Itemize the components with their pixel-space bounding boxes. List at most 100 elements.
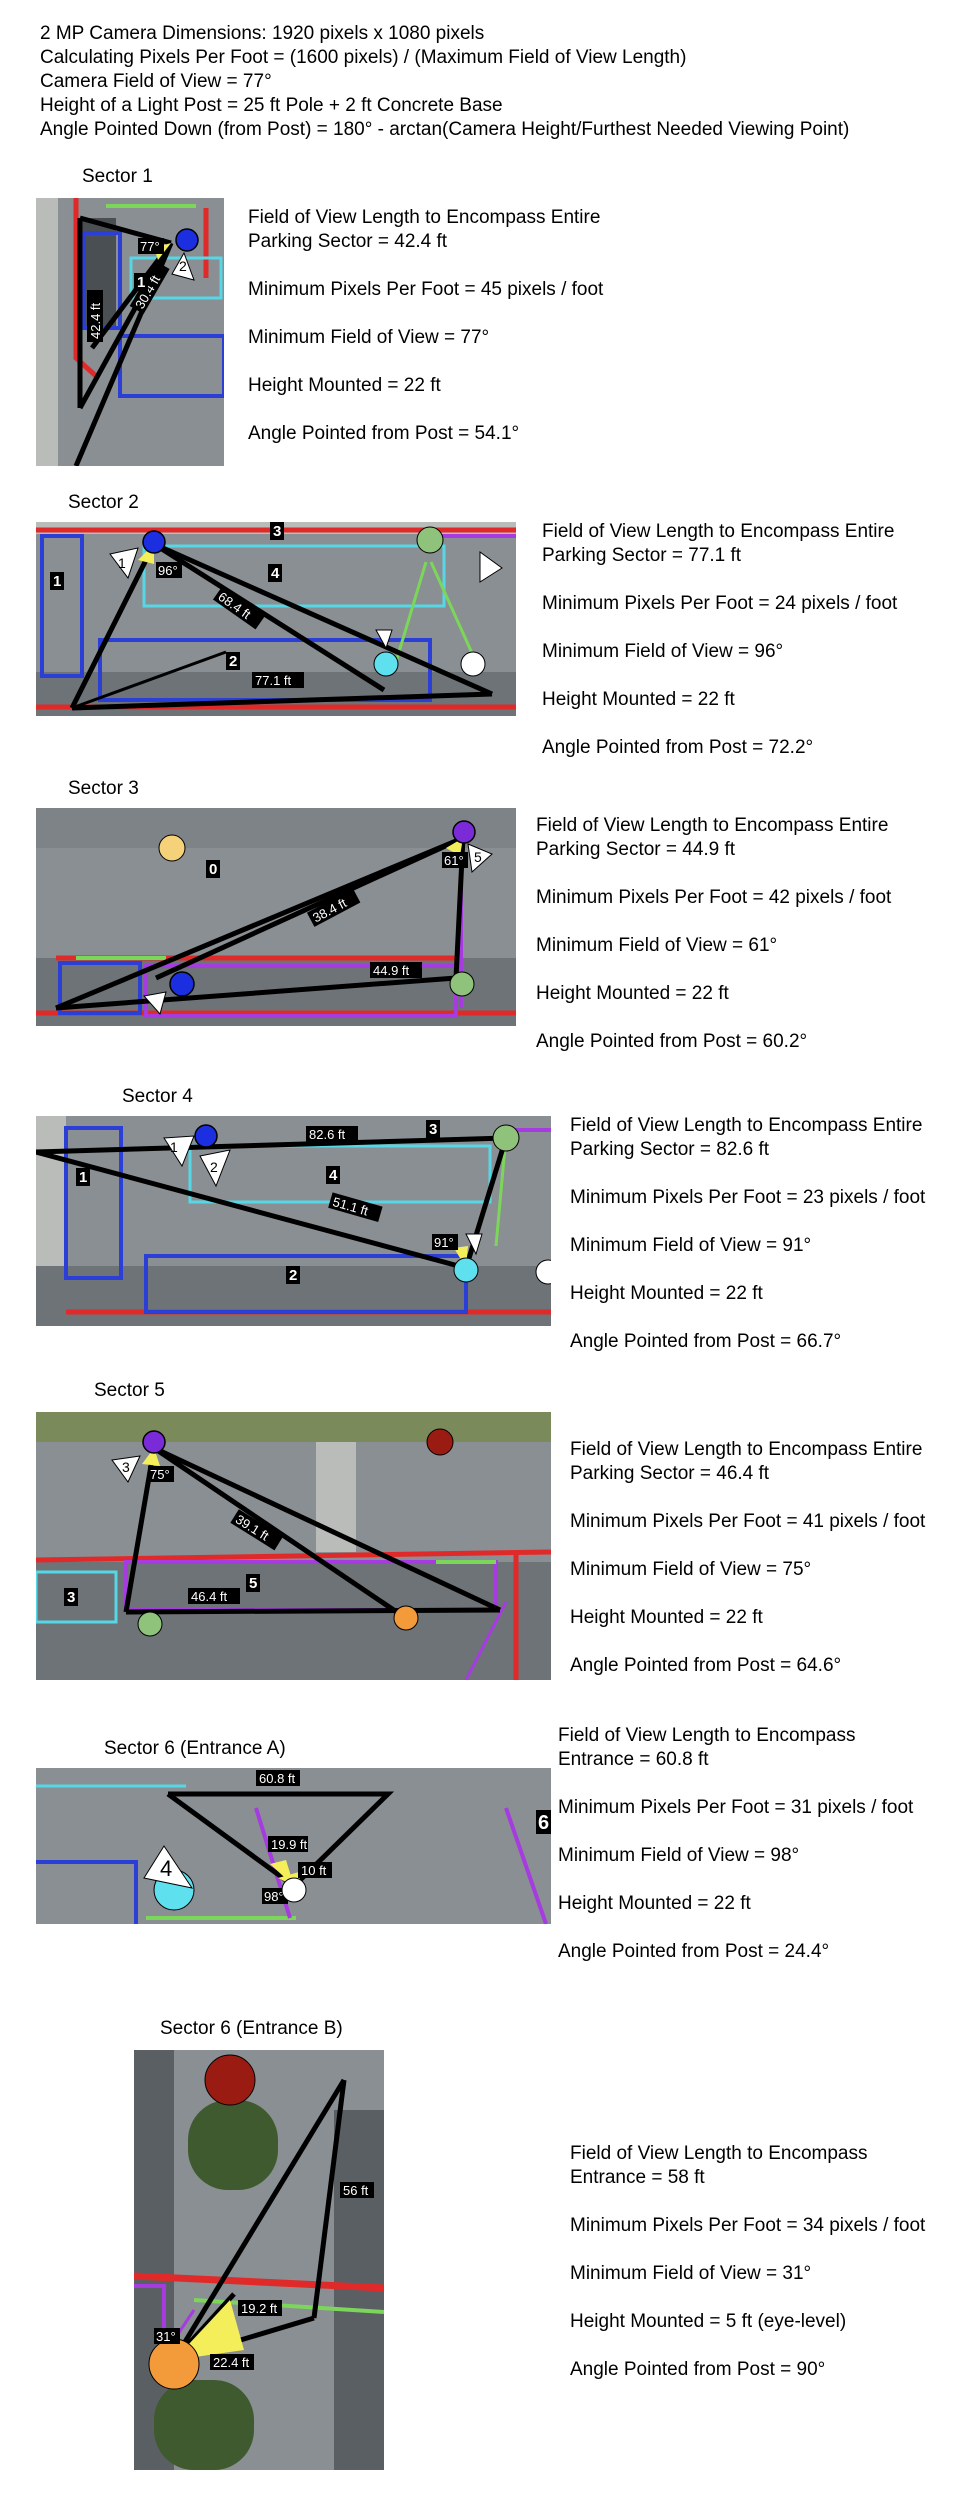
- sector-6a-dist-c: 10 ft: [301, 1863, 327, 1878]
- sector-5-number-3a: 3: [122, 1459, 130, 1475]
- sector-6b-pixels-per-foot: Minimum Pixels Per Foot = 34 pixels / fo…: [570, 2215, 926, 2236]
- sector-4-map: 1 2 1 3 4 2 82.6 ft 51.1 ft 91°: [36, 1116, 551, 1326]
- sector-2-dist-b: 77.1 ft: [255, 673, 292, 688]
- sector-6a-angle: Angle Pointed from Post = 24.4°: [558, 1941, 830, 1962]
- sector-2-number-1: 1: [53, 573, 61, 590]
- sector-4-angle: Angle Pointed from Post = 66.7°: [570, 1331, 842, 1352]
- sector-5-fov-length-value: Parking Sector = 46.4 ft: [570, 1463, 770, 1484]
- sector-4-number-3: 3: [429, 1121, 437, 1138]
- sector-2-angle: Angle Pointed from Post = 72.2°: [542, 737, 814, 758]
- sector-5-min-fov: Minimum Field of View = 75°: [570, 1559, 812, 1580]
- sector-1-number-1: 1: [137, 274, 145, 291]
- sector-6a-dist-a: 60.8 ft: [259, 1771, 296, 1786]
- sector-5-info: Field of View Length to Encompass Entire…: [570, 1438, 925, 1702]
- sector-3-number-5: 5: [474, 849, 482, 865]
- sector-1-angle: Angle Pointed from Post = 54.1°: [248, 423, 520, 444]
- sector-6b-dist-a: 56 ft: [343, 2183, 369, 2198]
- sector-2-number-4: 4: [271, 565, 280, 582]
- sector-2-map: 1 1 3 4 2 96° 68.4 ft 77.1 ft: [36, 522, 516, 716]
- sector-6a-number-4: 4: [160, 1856, 172, 1881]
- sector-4-number-1a: 1: [170, 1139, 178, 1155]
- sector-1-fov-length: Field of View Length to Encompass Entire: [248, 207, 601, 228]
- header-line: Camera Field of View = 77°: [40, 71, 272, 92]
- sector-5-angle: Angle Pointed from Post = 64.6°: [570, 1655, 842, 1676]
- sector-3-dist-b: 44.9 ft: [373, 963, 410, 978]
- sector-1-pixels-per-foot: Minimum Pixels Per Foot = 45 pixels / fo…: [248, 279, 604, 300]
- header-line: Height of a Light Post = 25 ft Pole + 2 …: [40, 95, 503, 116]
- sector-6b-height: Height Mounted = 5 ft (eye-level): [570, 2311, 847, 2332]
- sector-4-angle-label: 91°: [434, 1235, 454, 1250]
- sector-6b-min-fov: Minimum Field of View = 31°: [570, 2263, 812, 2284]
- sector-4-number-4: 4: [329, 1167, 338, 1184]
- sector-4-min-fov: Minimum Field of View = 91°: [570, 1235, 812, 1256]
- sector-5-number-3: 3: [67, 1589, 75, 1606]
- sector-1-min-fov: Minimum Field of View = 77°: [248, 327, 490, 348]
- sector-6a-min-fov: Minimum Field of View = 98°: [558, 1845, 800, 1866]
- sector-4-dist-a: 82.6 ft: [309, 1127, 346, 1142]
- sector-5-angle-label: 75°: [150, 1467, 170, 1482]
- header-line: Calculating Pixels Per Foot = (1600 pixe…: [40, 47, 687, 68]
- sector-2-number-1a: 1: [118, 555, 126, 571]
- sector-2-fov-length: Field of View Length to Encompass Entire: [542, 521, 895, 542]
- sector-6a-fov-length: Field of View Length to Encompass: [558, 1725, 856, 1746]
- sector-6a-dist-b: 19.9 ft: [271, 1837, 308, 1852]
- sector-2-info: Field of View Length to Encompass Entire…: [542, 520, 897, 784]
- sector-6a-pixels-per-foot: Minimum Pixels Per Foot = 31 pixels / fo…: [558, 1797, 914, 1818]
- sector-3-info: Field of View Length to Encompass Entire…: [536, 814, 891, 1078]
- sector-6a-title: Sector 6 (Entrance A): [104, 1738, 286, 1759]
- sector-6b-angle: Angle Pointed from Post = 90°: [570, 2359, 826, 2380]
- sector-3-number-0: 0: [209, 861, 217, 878]
- sector-4-number-2: 2: [289, 1267, 297, 1284]
- sector-4-number-2a: 2: [210, 1159, 218, 1175]
- sector-4-info: Field of View Length to Encompass Entire…: [570, 1114, 925, 1378]
- sector-2-number-2: 2: [229, 653, 237, 670]
- sector-5-map: 3 75° 39.1 ft 46.4 ft 5 3: [36, 1412, 551, 1680]
- sector-5-height: Height Mounted = 22 ft: [570, 1607, 763, 1628]
- sector-3-fov-length-value: Parking Sector = 44.9 ft: [536, 839, 736, 860]
- sector-2-fov-length-value: Parking Sector = 77.1 ft: [542, 545, 742, 566]
- sector-1-number-2: 2: [179, 258, 187, 274]
- sector-2-min-fov: Minimum Field of View = 96°: [542, 641, 784, 662]
- sector-2-pixels-per-foot: Minimum Pixels Per Foot = 24 pixels / fo…: [542, 593, 898, 614]
- sector-1-dist-a: 42.4 ft: [88, 302, 103, 339]
- sector-3-min-fov: Minimum Field of View = 61°: [536, 935, 778, 956]
- sector-6b-map: 56 ft 19.2 ft 22.4 ft 31°: [134, 2050, 384, 2470]
- sector-1-height: Height Mounted = 22 ft: [248, 375, 441, 396]
- sector-4-height: Height Mounted = 22 ft: [570, 1283, 763, 1304]
- sector-3-title: Sector 3: [68, 778, 139, 799]
- sector-5-dist-b: 46.4 ft: [191, 1589, 228, 1604]
- sector-3-fov-length: Field of View Length to Encompass Entire: [536, 815, 889, 836]
- sector-6b-dist-c: 22.4 ft: [213, 2355, 250, 2370]
- sector-2-title: Sector 2: [68, 492, 139, 513]
- sector-6a-height: Height Mounted = 22 ft: [558, 1893, 751, 1914]
- sector-3-map: 5 61° 0 38.4 ft 44.9 ft: [36, 808, 516, 1026]
- sector-4-fov-length: Field of View Length to Encompass Entire: [570, 1115, 923, 1136]
- sector-2-height: Height Mounted = 22 ft: [542, 689, 735, 710]
- sector-6a-angle-label: 98°: [264, 1889, 284, 1904]
- header-notes: 2 MP Camera Dimensions: 1920 pixels x 10…: [40, 22, 849, 142]
- sector-6b-angle-label: 31°: [156, 2329, 176, 2344]
- sector-1-map: 2 77° 42.4 ft 30.4 ft 1: [36, 198, 224, 466]
- sector-6b-dist-b: 19.2 ft: [241, 2301, 278, 2316]
- sector-6b-title: Sector 6 (Entrance B): [160, 2018, 343, 2039]
- sector-4-fov-length-value: Parking Sector = 82.6 ft: [570, 1139, 770, 1160]
- sector-1-info: Field of View Length to Encompass Entire…: [248, 206, 603, 470]
- header-line: Angle Pointed Down (from Post) = 180° - …: [40, 119, 850, 140]
- sector-6b-fov-length: Field of View Length to Encompass: [570, 2143, 868, 2164]
- sector-2-angle-label: 96°: [158, 563, 178, 578]
- sector-3-height: Height Mounted = 22 ft: [536, 983, 729, 1004]
- sector-6a-map: 60.8 ft 19.9 ft 10 ft 98° 4 6: [36, 1768, 551, 1924]
- sector-6a-number-6: 6: [538, 1812, 549, 1834]
- header-line: 2 MP Camera Dimensions: 1920 pixels x 10…: [40, 23, 485, 44]
- sector-5-number-5: 5: [249, 1575, 257, 1592]
- sector-3-pixels-per-foot: Minimum Pixels Per Foot = 42 pixels / fo…: [536, 887, 892, 908]
- sector-5-title: Sector 5: [94, 1380, 165, 1401]
- sector-6a-fov-length-value: Entrance = 60.8 ft: [558, 1749, 709, 1770]
- sector-2-number-3: 3: [273, 523, 281, 540]
- sector-6b-fov-length-value: Entrance = 58 ft: [570, 2167, 705, 2188]
- sector-1-title: Sector 1: [82, 166, 153, 187]
- sector-3-angle: Angle Pointed from Post = 60.2°: [536, 1031, 808, 1052]
- sector-5-fov-length: Field of View Length to Encompass Entire: [570, 1439, 923, 1460]
